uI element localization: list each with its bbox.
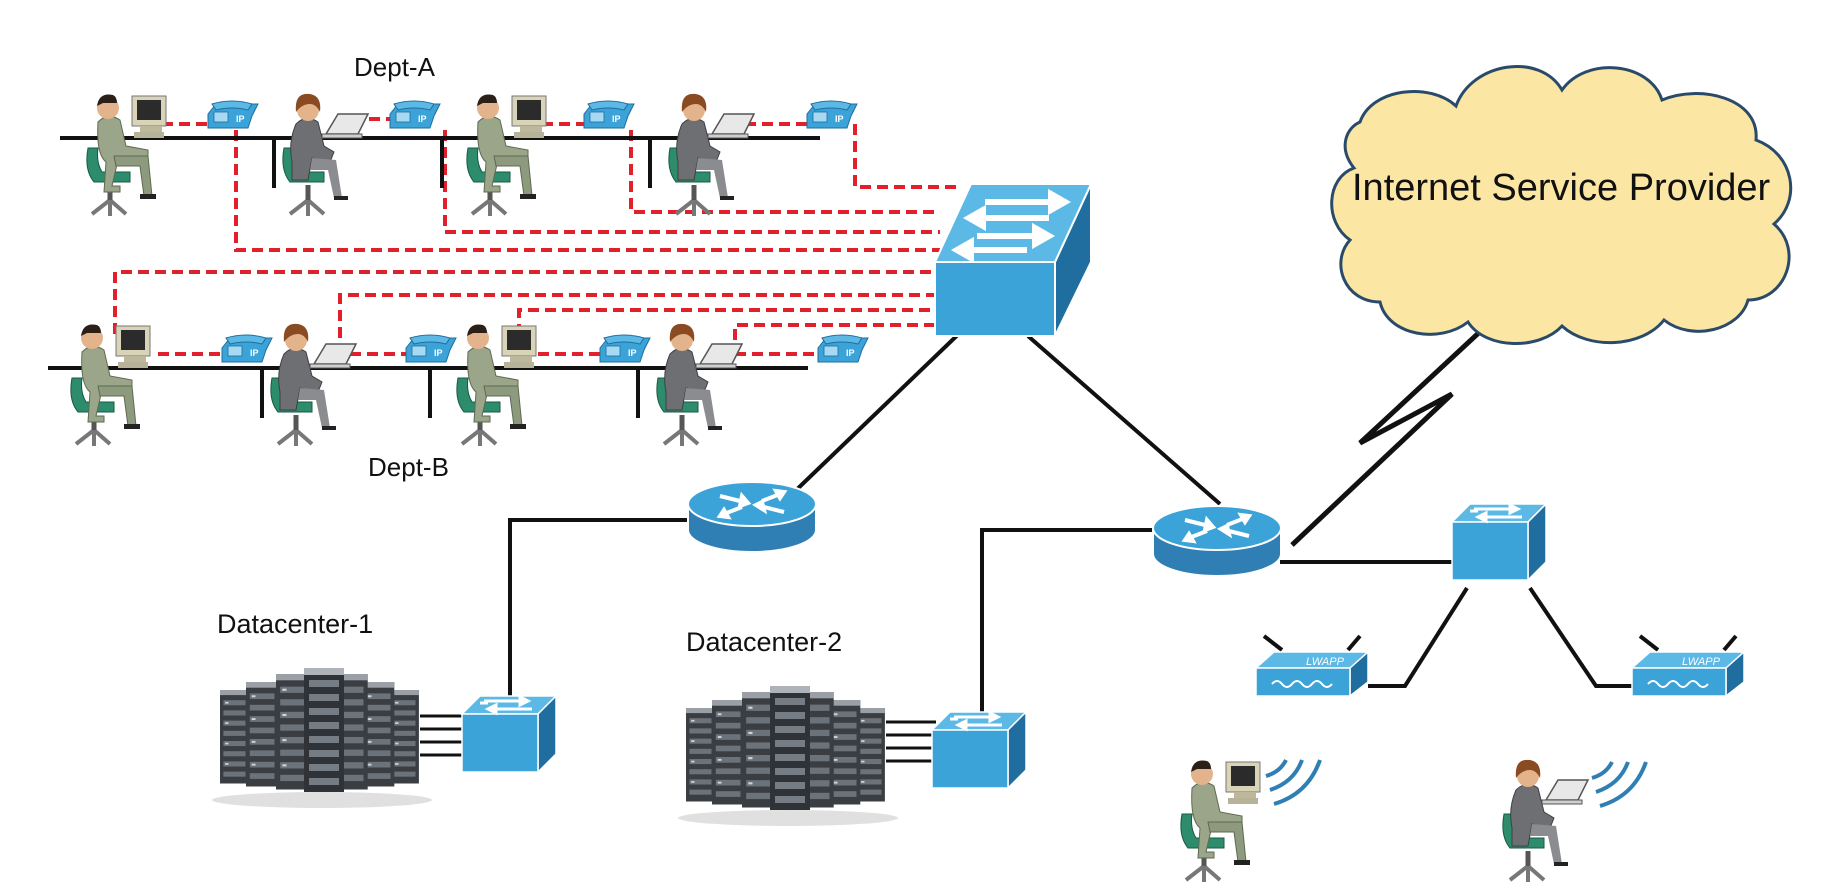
datacenter-1-uplinks (420, 714, 466, 757)
server-rack-icon (678, 686, 898, 826)
ip-phone-icon (817, 334, 869, 363)
cloud-icon (1330, 65, 1793, 345)
dept-a-dashed-link (853, 124, 960, 189)
dept-a-dashed-link (234, 130, 940, 252)
dept-a-dashed-link (443, 130, 940, 234)
server-rack-icon (212, 668, 432, 808)
multilayer-switch-icon (933, 183, 1093, 337)
router-1-to-datacenter-1-link (508, 518, 695, 722)
lwapp-access-point-icon (1630, 634, 1746, 698)
serial-link-icon (1290, 300, 1514, 547)
wireless-signal-icon (1265, 759, 1322, 806)
dept-b-dashed-link (338, 293, 935, 338)
router-icon (1151, 504, 1283, 578)
ip-phone-icon (221, 334, 273, 363)
workgroup-switch-icon (1450, 502, 1548, 582)
lwapp-access-point-icon (1254, 634, 1370, 698)
router-2-to-datacenter-2-link (980, 528, 1160, 712)
wireless-signal-icon (1591, 761, 1648, 808)
dept-b-label: Dept-B (368, 452, 449, 482)
datacenter-2-uplinks (886, 720, 936, 763)
workstation-user-icon (669, 94, 754, 216)
datacenter-1-label: Datacenter-1 (217, 609, 374, 639)
workgroup-switch-icon (460, 694, 558, 774)
workgroup-switch-icon (930, 710, 1028, 790)
workstation-user-icon (71, 324, 150, 446)
workstation-user-icon (657, 324, 742, 446)
workstation-user-icon (467, 94, 546, 216)
workstation-user-icon (283, 94, 368, 216)
dept-b-dashed-link (517, 308, 935, 335)
switch-to-ap-1-link (1368, 586, 1469, 688)
dept-b-dashed-link (733, 323, 935, 340)
ip-phone-icon (389, 100, 441, 129)
isp-label: Internet Service Provider (1352, 167, 1771, 209)
workstation-user-icon (1181, 760, 1260, 882)
workstation-user-icon (1503, 760, 1588, 882)
workstation-user-icon (87, 94, 166, 216)
dept-a-dashed-link (629, 130, 940, 214)
dept-a-label: Dept-A (354, 52, 435, 82)
ip-phone-icon (583, 100, 635, 129)
core-to-router-1-link (788, 323, 970, 498)
voice-data-dashed-links (113, 117, 960, 356)
ip-phone-icon (599, 334, 651, 363)
datacenter-2-label: Datacenter-2 (686, 627, 843, 657)
ethernet-links (420, 323, 1638, 763)
router-icon (686, 480, 818, 554)
dept-b-dashed-link (113, 270, 935, 334)
workstation-user-icon (457, 324, 536, 446)
ip-phone-icon (405, 334, 457, 363)
core-to-router-2-link (1026, 334, 1222, 506)
ip-phone-icon (806, 100, 858, 129)
workstation-user-icon (271, 324, 356, 446)
switch-to-ap-2-link (1528, 586, 1638, 688)
ip-phone-icon (207, 100, 259, 129)
